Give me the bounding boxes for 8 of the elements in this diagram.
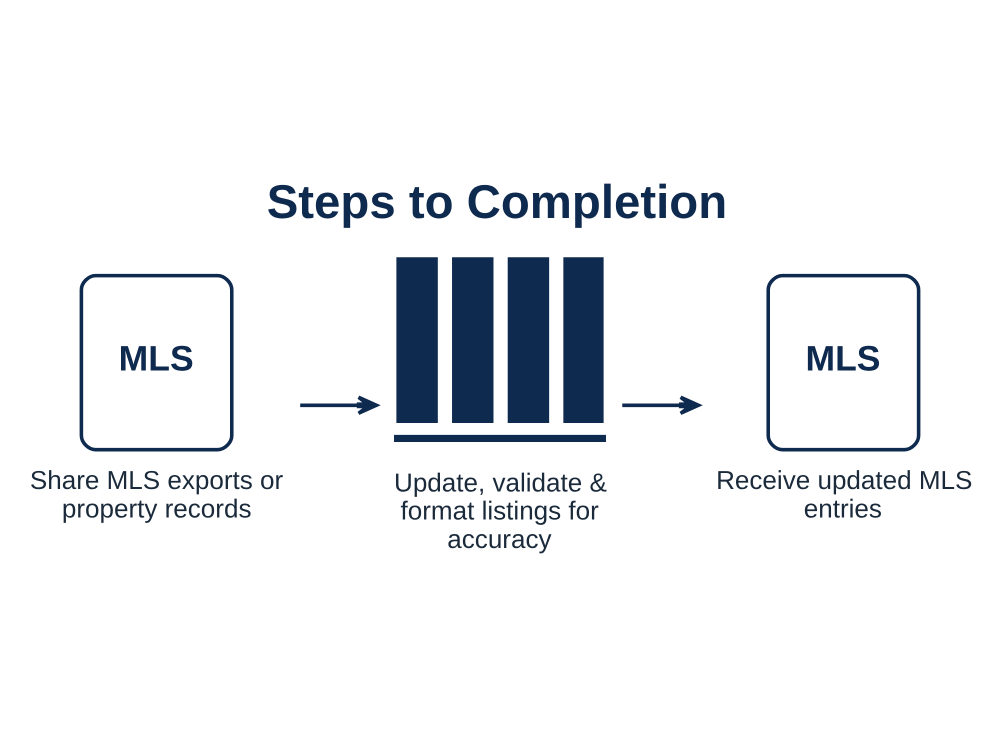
node-box: MLS (80, 274, 234, 452)
diagram-title: Steps to Completion (266, 176, 728, 230)
node-label: Share MLS exports or property records (30, 464, 284, 524)
arrow (300, 396, 378, 416)
node-label: Update, validate & format listings for accuracy (394, 467, 607, 554)
arrow (622, 396, 700, 416)
node-box: MLS (766, 274, 920, 452)
node-label: Receive updated MLS entries (716, 464, 972, 524)
